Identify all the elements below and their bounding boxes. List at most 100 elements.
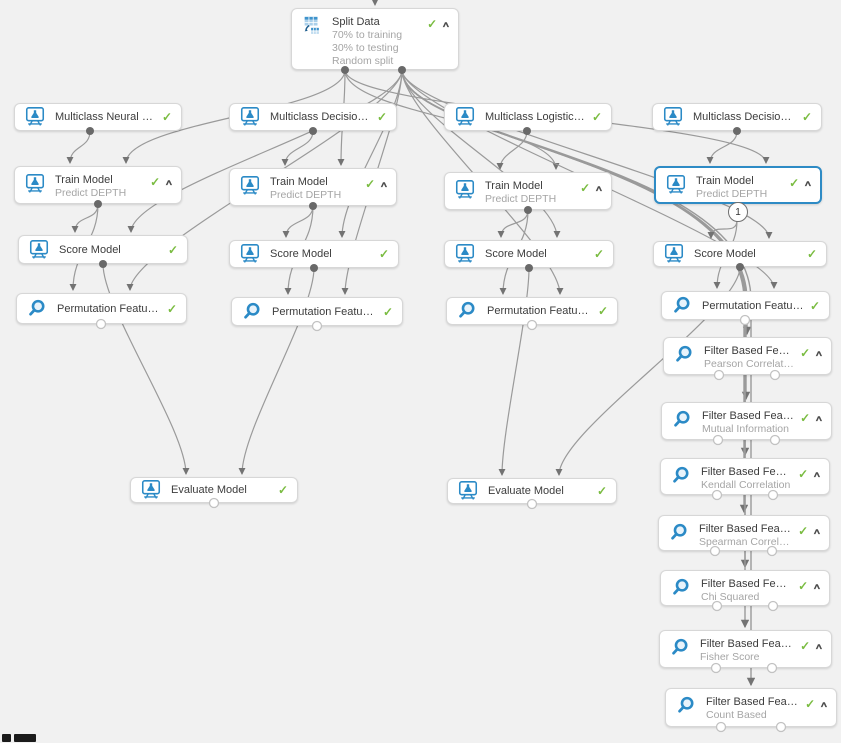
success-check-icon: ✓ xyxy=(591,110,602,124)
success-check-icon: ✓ xyxy=(166,301,177,316)
module-score-model-3[interactable]: Score Model ✓ xyxy=(444,240,614,268)
module-score-model-1[interactable]: Score Model✓ xyxy=(18,235,188,264)
experiment-icon xyxy=(663,243,685,265)
magnifier-icon xyxy=(671,409,693,431)
module-evaluate-model-1[interactable]: Evaluate Model✓ xyxy=(130,477,298,503)
module-title: Multiclass Logistic Regression xyxy=(485,111,586,123)
connection-edge xyxy=(497,209,529,238)
collapse-chevron-icon[interactable]: ∧ xyxy=(594,183,604,193)
experiment-icon xyxy=(24,106,46,128)
module-multiclass-logistic-regression[interactable]: Multiclass Logistic Regression ✓ xyxy=(444,103,612,131)
magnifier-icon xyxy=(668,522,690,544)
module-subtitle: Spearman Correlation xyxy=(699,536,793,548)
module-subtitle: Count Based xyxy=(706,709,767,721)
magnifier-icon xyxy=(673,344,695,366)
module-subtitle: Mutual Information xyxy=(702,423,789,435)
connection-edge xyxy=(127,69,403,233)
experiment-icon xyxy=(454,106,476,128)
collapse-chevron-icon[interactable]: ∧ xyxy=(441,19,451,29)
module-title: Filter Based Feature Selection xyxy=(702,410,794,422)
module-score-model-4[interactable]: Score Model ✓ xyxy=(653,241,827,267)
collapse-chevron-icon[interactable]: ∧ xyxy=(814,413,824,423)
magnifier-icon xyxy=(456,300,478,322)
collapse-chevron-icon[interactable]: ∧ xyxy=(164,177,174,187)
module-title: Split Data xyxy=(332,16,380,28)
module-filter-based-feature-selection-mutual[interactable]: Filter Based Feature SelectionMutual Inf… xyxy=(661,402,832,440)
module-permutation-feature-importance-3[interactable]: Permutation Feature Import... ✓ xyxy=(446,297,618,325)
collapse-chevron-icon[interactable]: ∧ xyxy=(379,179,389,189)
module-title: Score Model xyxy=(485,248,547,260)
module-title: Filter Based Feature Selection xyxy=(700,638,794,650)
module-subtitle: Chi Squared xyxy=(701,591,760,603)
magnifier-icon xyxy=(671,295,693,317)
module-subtitle: Predict DEPTH xyxy=(270,189,342,201)
success-check-icon: ✓ xyxy=(378,247,389,261)
module-permutation-feature-importance-1[interactable]: Permutation Feature Import... ✓ xyxy=(16,293,187,324)
module-title: Filter Based Feature Selection xyxy=(706,696,799,708)
module-title: Filter Based Feature Selection xyxy=(699,523,792,535)
success-check-icon: ✓ xyxy=(801,110,812,124)
magnifier-icon xyxy=(241,301,263,323)
connection-edge xyxy=(281,130,314,166)
module-filter-based-feature-selection-spearman[interactable]: Filter Based Feature SelectionSpearman C… xyxy=(658,515,830,551)
module-title: Permutation Feature Import... xyxy=(57,302,161,315)
module-filter-based-feature-selection-pearson[interactable]: Filter Based Feature SelectionPearson Co… xyxy=(663,337,832,375)
collapse-chevron-icon[interactable]: ∧ xyxy=(814,641,824,651)
success-check-icon: ✓ xyxy=(806,247,817,261)
module-multiclass-decision-jungle[interactable]: Multiclass Decision Jungle ✓ xyxy=(229,103,397,131)
success-check-icon: ✓ xyxy=(593,247,604,261)
module-subtitle: Kendall Correlation xyxy=(701,479,791,491)
module-multiclass-neural-network[interactable]: Multiclass Neural Network✓ xyxy=(14,103,182,131)
module-subtitle: 70% to training xyxy=(332,29,403,41)
module-title: Score Model xyxy=(694,248,756,260)
module-filter-based-feature-selection-kendall[interactable]: Filter Based Feature SelectionKendall Co… xyxy=(660,458,830,495)
experiment-icon xyxy=(24,173,46,195)
collapse-chevron-icon[interactable]: ∧ xyxy=(819,699,829,709)
port-selection-badge[interactable]: 1 xyxy=(728,202,748,222)
experiment-icon xyxy=(457,480,479,502)
collapse-chevron-icon[interactable]: ∧ xyxy=(812,469,822,479)
magnifier-icon xyxy=(670,465,692,487)
success-check-icon: ✓ xyxy=(382,304,393,319)
module-title: Permutation Feature Import... xyxy=(487,305,592,317)
collapse-chevron-icon[interactable]: ∧ xyxy=(812,581,822,591)
module-title: Train Model xyxy=(696,175,754,187)
module-subtitle: Predict DEPTH xyxy=(55,187,127,199)
collapse-chevron-icon[interactable]: ∧ xyxy=(814,348,824,358)
module-title: Train Model xyxy=(55,174,113,186)
module-filter-based-feature-selection-fisher[interactable]: Filter Based Feature SelectionFisher Sco… xyxy=(659,630,832,668)
success-check-icon: ✓ xyxy=(809,298,820,313)
module-title: Filter Based Feature Selection xyxy=(701,466,792,478)
collapse-chevron-icon[interactable]: ∧ xyxy=(803,178,813,188)
collapse-chevron-icon[interactable]: ∧ xyxy=(812,526,822,536)
success-check-icon: ✓ xyxy=(580,181,591,195)
connection-edge xyxy=(338,69,403,238)
connection-edge xyxy=(282,205,314,238)
module-subtitle: Random split xyxy=(332,55,394,67)
module-evaluate-model-2[interactable]: Evaluate Model✓ xyxy=(447,478,617,504)
success-check-icon: ✓ xyxy=(376,110,387,124)
experiment-icon xyxy=(239,106,261,128)
module-title: Permutation Feature Import... xyxy=(272,305,377,318)
experiment-icon xyxy=(239,243,261,265)
success-check-icon: ✓ xyxy=(277,483,288,497)
success-check-icon: ✓ xyxy=(597,304,608,318)
split-data-icon xyxy=(301,15,323,37)
module-filter-based-feature-selection-chi[interactable]: Filter Based Feature SelectionChi Square… xyxy=(660,570,830,606)
module-filter-based-feature-selection-count[interactable]: Filter Based Feature SelectionCount Base… xyxy=(665,688,837,727)
success-check-icon: ✓ xyxy=(798,524,809,538)
module-permutation-feature-importance-2[interactable]: Permutation Feature Import... ✓ xyxy=(231,297,403,326)
module-permutation-feature-importance-4[interactable]: Permutation Feature Import...✓ xyxy=(661,291,830,320)
experiment-icon xyxy=(140,479,162,501)
module-title: Multiclass Decision Jungle xyxy=(270,111,371,123)
module-subtitle: 30% to testing xyxy=(332,42,399,54)
module-title: Multiclass Decision Forest xyxy=(693,111,796,123)
module-score-model-2[interactable]: Score Model✓ xyxy=(229,240,399,268)
module-multiclass-decision-forest[interactable]: Multiclass Decision Forest ✓ xyxy=(652,103,822,131)
